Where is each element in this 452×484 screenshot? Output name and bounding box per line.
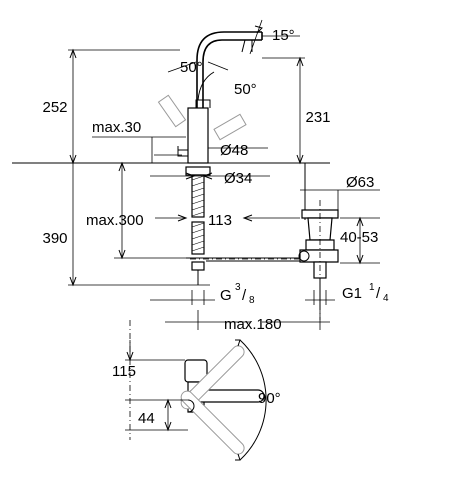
mounting-assembly [185,166,320,285]
label-spout-projection: 113 [208,212,232,229]
label-drain-height-range: 40-53 [340,229,378,246]
dimension-lines [68,48,380,330]
label-rotation-angle: 90° [258,390,281,407]
label-max-hose-length: max.300 [86,212,144,229]
label-lever-angle-right: 50° [234,81,257,98]
label-spout-height: 231 [305,109,330,126]
label-drain-thread: G1 [342,285,362,302]
label-top-view-offset: 44 [138,410,155,427]
label-drain-thread-slash: / [376,285,381,302]
label-drain-thread-num: 1 [369,282,375,293]
label-max-reach: max.180 [224,316,282,333]
faucet-side-view [12,19,330,164]
label-lever-angle-left: 50° [180,59,203,76]
dimension-labels: 15° 50° 50° 252 231 max.30 Ø48 Ø34 Ø63 m… [42,27,389,427]
label-top-view-depth: 115 [112,363,136,380]
label-max-deck-thickness: max.30 [92,119,141,136]
label-total-height: 252 [42,99,67,116]
label-body-diameter: Ø48 [220,142,248,159]
label-connection-thread-den: 8 [249,295,255,306]
label-connection-thread-slash: / [242,287,247,304]
label-connection-thread-num: 3 [235,282,241,293]
label-below-deck-height: 390 [42,230,67,247]
label-spout-angle: 15° [272,27,295,44]
drain-assembly [298,163,339,320]
label-drain-diameter: Ø63 [346,174,374,191]
label-connection-thread: G [220,287,232,304]
label-connection-thread-g: G [220,287,232,304]
label-hole-diameter: Ø34 [224,170,252,187]
label-drain-thread-den: 4 [383,293,389,304]
top-view [125,320,270,461]
